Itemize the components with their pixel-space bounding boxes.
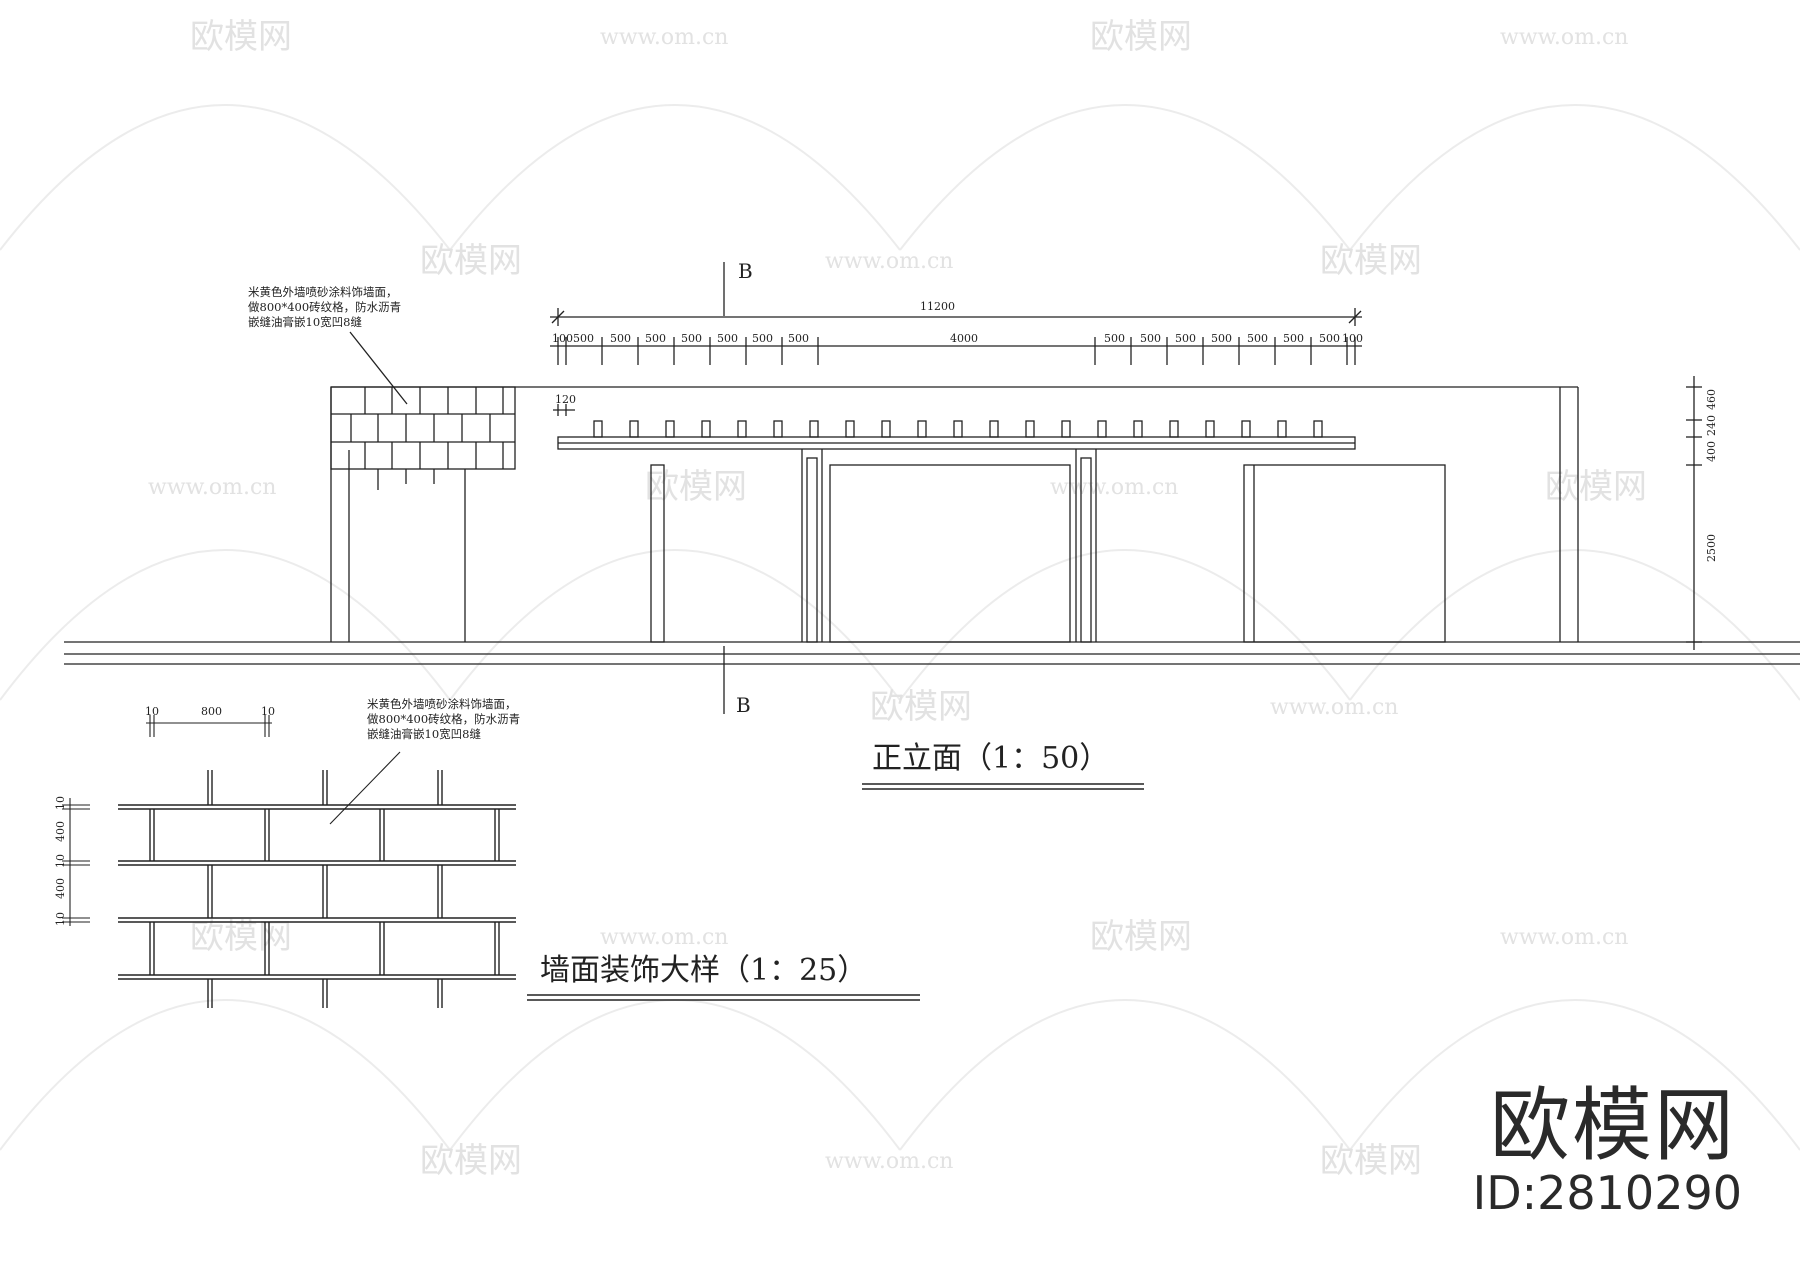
- watermark-brand: 欧模网: [190, 917, 292, 957]
- column: [1080, 457, 1092, 643]
- detail-note-leader: [329, 751, 401, 825]
- watermark-arcs: [0, 104, 1800, 1151]
- watermark-site: www.om.cn: [1050, 475, 1178, 500]
- elevation-texts: B B 11200 100 500 500 500 500 500 500 50…: [248, 259, 1718, 776]
- section-marker-top: B: [738, 259, 753, 283]
- opening: [829, 464, 1071, 643]
- watermark-brand: 欧模网: [645, 467, 747, 507]
- wall-note-leader: [349, 331, 408, 405]
- column: [806, 457, 818, 643]
- detail-title: 墙面装饰大样（1：25）: [540, 953, 867, 988]
- dimension-label: 100: [1342, 332, 1363, 345]
- watermark-brand: 欧模网: [1090, 917, 1192, 957]
- beam-dimension: 120: [555, 393, 576, 406]
- detail-texts: 10 800 10 10 400 10 400 10 米黄色外墙喷砂涂料饰墙面，…: [54, 697, 867, 988]
- vertical-dim-label: 240: [1705, 415, 1718, 436]
- watermark-site: www.om.cn: [1500, 925, 1628, 950]
- segment-dimension-ticks: [557, 337, 1356, 365]
- watermark-brand: 欧模网: [190, 17, 292, 57]
- detail-note-line: 嵌缝油膏嵌10宽凹8缝: [367, 727, 481, 741]
- watermark-texts: 欧模网 www.om.cn 欧模网 www.om.cn 欧模网 www.om.c…: [148, 17, 1647, 1181]
- section-marker-bottom: B: [736, 693, 751, 717]
- vertical-dim-label: 400: [1705, 441, 1718, 462]
- detail-dim-label: 10: [145, 705, 159, 718]
- dimension-label: 500: [717, 332, 738, 345]
- dimension-label: 500: [1175, 332, 1196, 345]
- elevation-title: 正立面（1：50）: [872, 741, 1109, 776]
- dimension-label: 500: [788, 332, 809, 345]
- watermark-brand-large: 欧模网: [1490, 1079, 1736, 1172]
- detail-note-line: 做800*400砖纹格，防水沥青: [367, 712, 520, 726]
- watermark-brand: 欧模网: [1090, 17, 1192, 57]
- detail-dim-label: 10: [54, 854, 67, 868]
- dimension-label: 500: [681, 332, 702, 345]
- watermark-site: www.om.cn: [825, 249, 953, 274]
- dimension-label: 500: [1319, 332, 1340, 345]
- detail-dim-label: 10: [261, 705, 275, 718]
- wall-detail: [62, 715, 920, 1008]
- watermark-site: www.om.cn: [1500, 25, 1628, 50]
- watermark-id: ID:2810290: [1472, 1166, 1742, 1220]
- detail-dim-label: 10: [54, 912, 67, 926]
- dimension-label: 500: [645, 332, 666, 345]
- detail-note-line: 米黄色外墙喷砂涂料饰墙面，: [367, 697, 517, 711]
- detail-dim-label: 400: [54, 821, 67, 842]
- dimension-label: 500: [1247, 332, 1268, 345]
- column: [650, 464, 665, 643]
- wall-note-line: 嵌缝油膏嵌10宽凹8缝: [248, 315, 362, 329]
- dimension-label: 500: [1211, 332, 1232, 345]
- watermark-site: www.om.cn: [148, 475, 276, 500]
- wall-note-line: 米黄色外墙喷砂涂料饰墙面，: [248, 285, 398, 299]
- watermark-brand: 欧模网: [420, 1141, 522, 1181]
- watermark-brand: 欧模网: [1545, 467, 1647, 507]
- watermark-site: www.om.cn: [600, 25, 728, 50]
- dimension-label: 500: [1140, 332, 1161, 345]
- watermark-brand: 欧模网: [1320, 1141, 1422, 1181]
- watermark-brand: 欧模网: [870, 687, 972, 727]
- watermark-site: www.om.cn: [1270, 695, 1398, 720]
- detail-dim-label: 10: [54, 796, 67, 810]
- dimension-label: 500: [752, 332, 773, 345]
- detail-dim-label: 400: [54, 878, 67, 899]
- pergola-joists: [593, 420, 1323, 438]
- vertical-dim-label: 2500: [1705, 534, 1718, 562]
- opening: [1243, 464, 1446, 643]
- dimension-label: 500: [1104, 332, 1125, 345]
- detail-dim-label: 800: [201, 705, 222, 718]
- brick-wall: [330, 386, 516, 470]
- dimension-label-center: 4000: [950, 332, 978, 345]
- watermark-site: www.om.cn: [600, 925, 728, 950]
- dimension-label: 100: [552, 332, 573, 345]
- dimension-label: 500: [610, 332, 631, 345]
- front-elevation: [64, 262, 1800, 790]
- vertical-dim-label: 460: [1705, 389, 1718, 410]
- dimension-label: 500: [1283, 332, 1304, 345]
- dimension-label: 500: [573, 332, 594, 345]
- wall-note-line: 做800*400砖纹格，防水沥青: [248, 300, 401, 314]
- watermark-site: www.om.cn: [825, 1149, 953, 1174]
- watermark-brand: 欧模网: [420, 241, 522, 281]
- overall-dimension: 11200: [920, 300, 955, 313]
- watermark-brand: 欧模网: [1320, 241, 1422, 281]
